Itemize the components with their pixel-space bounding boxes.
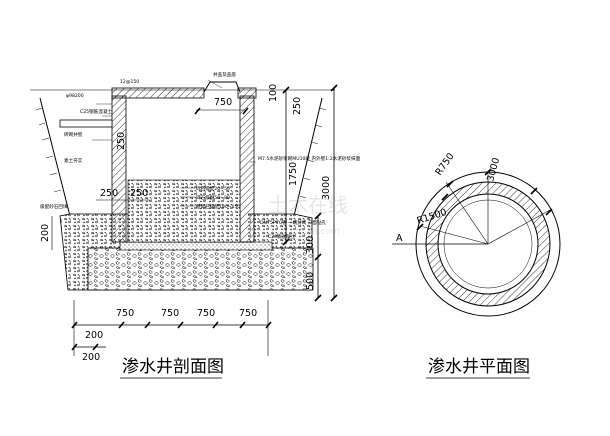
annotations: 井盖及盖座 φ98200 12@150 C25钢筋混凝土 砖砌井壁 M7.5水泥… <box>40 71 361 240</box>
watermark-text: 土木在线 <box>268 193 348 217</box>
plan-view: A R750 R1500 3000 渗水井平面图 <box>392 151 561 379</box>
cover-slab-right <box>237 87 257 99</box>
right-wall <box>239 95 255 243</box>
radius-r750: R750 <box>433 151 456 178</box>
note-gravel3: 粗砾石级配100~150 <box>196 203 240 210</box>
dim-750-1: 750 <box>116 308 134 319</box>
dim-100: 100 <box>268 84 279 102</box>
note-cover: 井盖及盖座 <box>213 71 236 78</box>
left-wall <box>111 95 127 243</box>
trench-left <box>39 97 71 217</box>
manhole-cover <box>203 81 241 93</box>
radius-line-b <box>445 181 489 245</box>
dim-3000: 3000 <box>321 176 332 200</box>
note-mortar: M7.5水泥砂浆砌MU10砖 内外壁1:2水泥砂浆抹面 <box>258 155 361 162</box>
dim-3000-plan: 3000 <box>485 157 502 183</box>
dim-500: 500 <box>305 272 316 290</box>
trench-right <box>293 97 323 217</box>
trench-hatch <box>35 107 327 199</box>
drain-pipe <box>59 119 113 128</box>
dim-750-4: 750 <box>239 308 257 319</box>
dim-250-bottom-a: 250 <box>100 188 118 199</box>
dim-200-left: 200 <box>40 224 51 242</box>
dim-750-2: 750 <box>161 308 179 319</box>
dim-250-wall: 250 <box>116 132 127 150</box>
note-c25: C25钢筋混凝土 <box>80 108 112 115</box>
dim-300: 300 <box>305 236 316 254</box>
note-c20: C20素混凝土 <box>268 233 296 240</box>
dim-1750: 1750 <box>288 162 299 186</box>
dim-250-bottom-b: 250 <box>130 188 148 199</box>
section-view: 750 750 750 750 200 200 3000 1750 300 50… <box>30 71 361 379</box>
note-phi: φ98200 <box>66 93 84 99</box>
note-rebar: 12@150 <box>120 79 139 85</box>
radius-line-d <box>487 209 551 245</box>
plan-title: 渗水井平面图 <box>428 357 530 377</box>
sand-layer <box>119 241 273 251</box>
radius-line-c <box>419 225 489 245</box>
watermark: 土木在线 co188.com <box>268 193 348 237</box>
dim-opening-750: 750 <box>214 97 232 108</box>
dim-200-b: 200 <box>82 352 100 363</box>
stone-base <box>87 247 314 291</box>
right-dims <box>282 84 338 302</box>
cover-slab <box>111 87 205 99</box>
note-gravel1: 砾石级配20~50 <box>196 185 230 192</box>
section-title: 渗水井剖面图 <box>122 357 224 377</box>
dim-750-3: 750 <box>197 308 215 319</box>
dim-250-top: 250 <box>292 97 303 115</box>
note-soil: 素土夯实 <box>64 157 83 164</box>
dim-200-a: 200 <box>85 330 103 341</box>
inner-gravel <box>127 179 241 243</box>
note-backfill: 级配砂石回填 <box>40 203 68 210</box>
note-pvc: DN75PVC管 一端封闭 三面钻孔 <box>260 219 327 226</box>
watermark-sub: co188.com <box>290 227 340 237</box>
note-brick: 砖砌井壁 <box>64 131 83 138</box>
bottom-dims: 750 750 750 750 200 200 <box>71 300 272 363</box>
label-a: A <box>396 233 403 244</box>
note-gravel2: 碎石级配50~80 <box>196 194 230 201</box>
